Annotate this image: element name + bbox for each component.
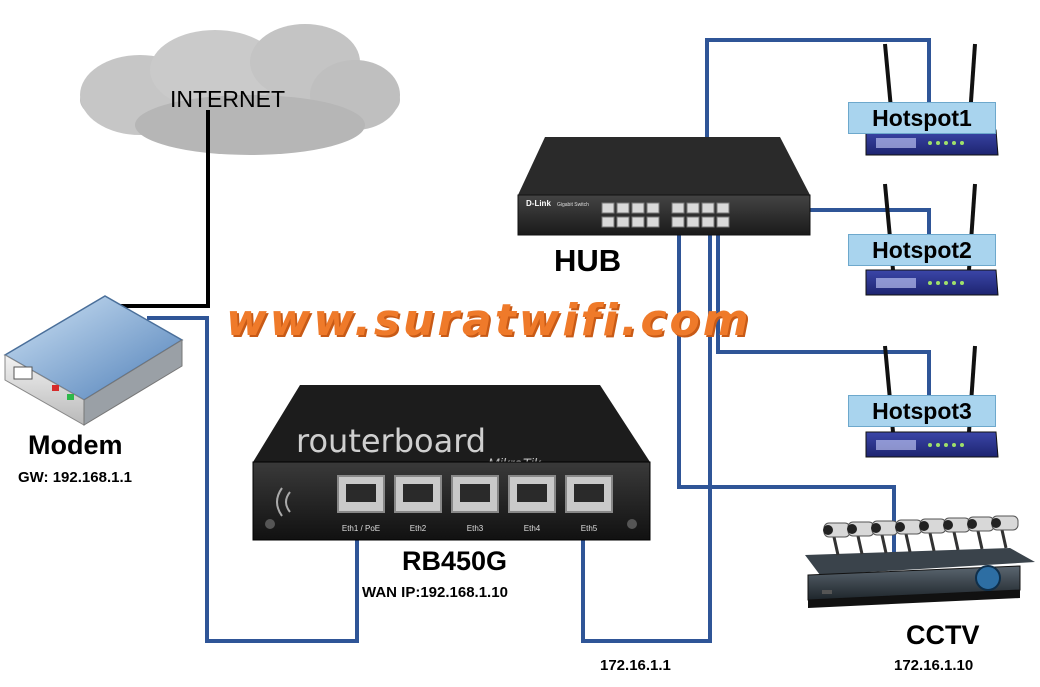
hub-port — [686, 202, 700, 214]
router-name-label: RB450G — [402, 546, 508, 576]
watermark-text: www.suratwifi.com — [226, 295, 752, 346]
hub-port — [671, 202, 685, 214]
hub-port — [686, 216, 700, 228]
hub-port — [671, 216, 685, 228]
hub-port — [716, 202, 730, 214]
hotspot3-label: Hotspot3 — [848, 395, 996, 427]
hub-port — [601, 216, 615, 228]
router-hub-cable — [581, 212, 712, 643]
hub-port — [716, 216, 730, 228]
modem-router-cable — [147, 316, 359, 643]
router-port-label: Eth4 — [524, 524, 541, 533]
camera-icon — [871, 520, 899, 554]
hub-port — [646, 216, 660, 228]
hub-hotspot1-cable — [705, 38, 931, 212]
router-port-eth2: Eth2 — [394, 475, 442, 533]
camera-icon — [919, 518, 947, 552]
internet-label: INTERNET — [170, 86, 285, 112]
svg-text:routerboard: routerboard — [296, 422, 486, 460]
wifi-router-icon — [865, 43, 999, 156]
hub-port — [631, 216, 645, 228]
router-port-eth4: Eth4 — [508, 475, 556, 533]
hub-port — [616, 216, 630, 228]
hub-port — [646, 202, 660, 214]
router-port-label: Eth1 / PoE — [342, 524, 380, 533]
cctv-ip-label: 172.16.1.10 — [894, 657, 974, 674]
router-port-eth5: Eth5 — [565, 475, 613, 533]
hub-port — [701, 202, 715, 214]
cctv-dvr-icon — [805, 515, 1035, 608]
camera-icon — [895, 519, 923, 553]
router-port-label: Eth2 — [410, 524, 427, 533]
hub-port — [631, 202, 645, 214]
hub-port — [701, 216, 715, 228]
hub-port — [616, 202, 630, 214]
internet-modem-cable — [118, 110, 210, 308]
hub-switch-icon: D-Link Gigabit Switch — [517, 137, 811, 236]
router-icon: routerboard MikroTik Eth1 / PoEEth2Eth3E… — [252, 385, 651, 541]
camera-icon — [967, 516, 995, 550]
svg-text:D-Link: D-Link — [526, 199, 551, 208]
camera-icon — [823, 522, 851, 556]
camera-icon — [991, 515, 1019, 549]
cctv-name-label: CCTV — [906, 620, 980, 650]
hub-hotspot3-cable — [716, 216, 931, 405]
router-port-eth1: Eth1 / PoE — [337, 475, 385, 533]
modem-gateway-label: GW: 192.168.1.1 — [18, 469, 132, 486]
modem-name-label: Modem — [28, 430, 123, 460]
modem-icon — [3, 295, 184, 426]
camera-icon — [847, 521, 875, 555]
router-lan-ip-label: 172.16.1.1 — [600, 657, 671, 674]
hub-port — [601, 202, 615, 214]
hub-cctv-cable — [677, 220, 896, 553]
svg-text:Gigabit Switch: Gigabit Switch — [557, 202, 589, 208]
internet-cloud-icon — [80, 24, 400, 155]
router-port-label: Eth3 — [467, 524, 484, 533]
router-wan-ip-label: WAN IP:192.168.1.10 — [362, 584, 508, 601]
camera-icon — [943, 517, 971, 551]
router-port-label: Eth5 — [581, 524, 598, 533]
hotspot2-label: Hotspot2 — [848, 234, 996, 266]
router-port-eth3: Eth3 — [451, 475, 499, 533]
cables — [118, 38, 931, 643]
hub-name-label: HUB — [554, 243, 622, 278]
hotspot1-label: Hotspot1 — [848, 102, 996, 134]
